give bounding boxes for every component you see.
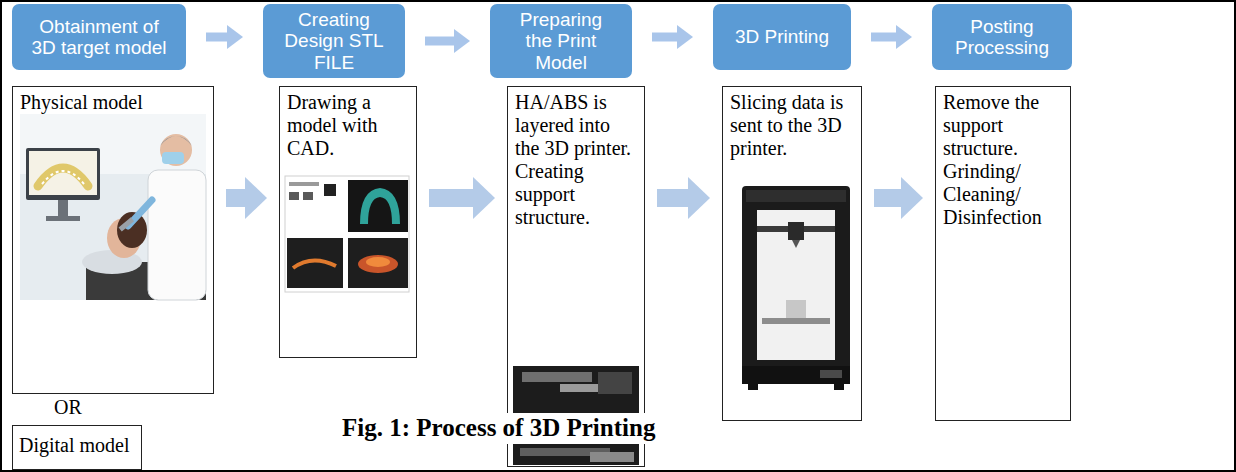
process-step-box: Posting Processing [932,4,1072,70]
dental-scan-photo [26,148,100,200]
3d-printer-figure [757,210,835,360]
dental-scan-photo [58,200,68,218]
node-text: Creating Design STL FILE [277,9,391,73]
step-detail-box: Drawing a model with CAD. [279,86,417,358]
flow-arrow [226,189,245,207]
printing-photo [522,372,592,382]
flow-arrow [652,33,677,42]
cad-screenshot [360,188,400,224]
cad-screenshot [303,192,313,200]
3d-printer-figure [788,222,804,240]
alternative-box: Digital model [12,425,142,470]
dental-scan-photo [148,170,206,300]
node-text: Preparing the Print Model [504,9,618,73]
cad-screenshot [289,192,299,200]
cad-screenshot [287,238,343,288]
cad-screenshot [358,255,398,273]
3d-printer-figure [786,300,806,318]
3d-printer-figure [742,186,850,384]
figure-caption: Fig. 1: Process of 3D Printing [336,413,661,444]
dental-scan-photo [29,151,97,195]
step-detail-box: HA/ABS is layered into the 3D printer. C… [507,86,645,467]
dental-scan-photo [20,114,206,300]
3d-printer-figure [742,366,850,384]
dental-scan-photo [42,171,84,184]
3d-printer-figure [762,318,830,324]
dental-scan-photo [38,168,88,186]
flow-arrow [657,189,688,207]
dental-scan-photo [160,136,192,146]
node-text: Drawing a model with CAD. [287,91,409,160]
flow-arrow [206,33,227,42]
cad-screenshot [348,238,408,288]
dental-scan-photo [162,152,184,164]
node-text: Remove the support structure. Grinding/ … [943,91,1063,229]
node-text: HA/ABS is layered into the 3D printer. C… [515,91,637,229]
node-text: Obtainment of 3D target model [26,16,172,59]
cad-screenshot [285,176,409,292]
cad-screenshot [289,182,319,186]
printing-photo [598,372,632,394]
dental-scan-photo [46,216,80,221]
flow-arrow [871,33,896,42]
step-detail-box: Slicing data is sent to the 3D printer. [722,86,862,421]
step-detail-box: Remove the support structure. Grinding/ … [935,86,1071,421]
3d-printer-figure [748,384,758,390]
process-step-box: 3D Printing [713,4,851,70]
flow-arrow [425,37,454,46]
step-detail-box: Physical model [12,86,214,394]
flow-arrow [874,189,901,207]
printing-photo [590,452,634,462]
node-text: Physical model [20,91,206,114]
process-step-box: Obtainment of 3D target model [12,4,186,70]
3d-printer-figure [834,384,844,390]
cad-screenshot [285,176,409,292]
flow-arrow [429,189,473,207]
cad-screenshot [348,180,408,232]
cad-screenshot [366,257,390,267]
dental-scan-photo [20,114,206,300]
3d-printer-figure [742,186,850,390]
node-text: 3D Printing [735,26,829,47]
dental-scan-photo [160,134,192,166]
3d-printer-figure [820,370,842,378]
cad-screenshot [324,184,336,196]
process-step-box: Preparing the Print Model [490,4,632,78]
3d-printer-figure [746,190,846,202]
node-text: Posting Processing [946,16,1058,59]
cad-screenshot [293,260,336,268]
alternative-label: OR [54,396,82,419]
process-step-box: Creating Design STL FILE [263,4,405,78]
node-text: Slicing data is sent to the 3D printer. [730,91,854,160]
3d-printer-figure [792,240,800,248]
dental-scan-photo [119,217,134,231]
node-text: Digital model [19,434,135,457]
